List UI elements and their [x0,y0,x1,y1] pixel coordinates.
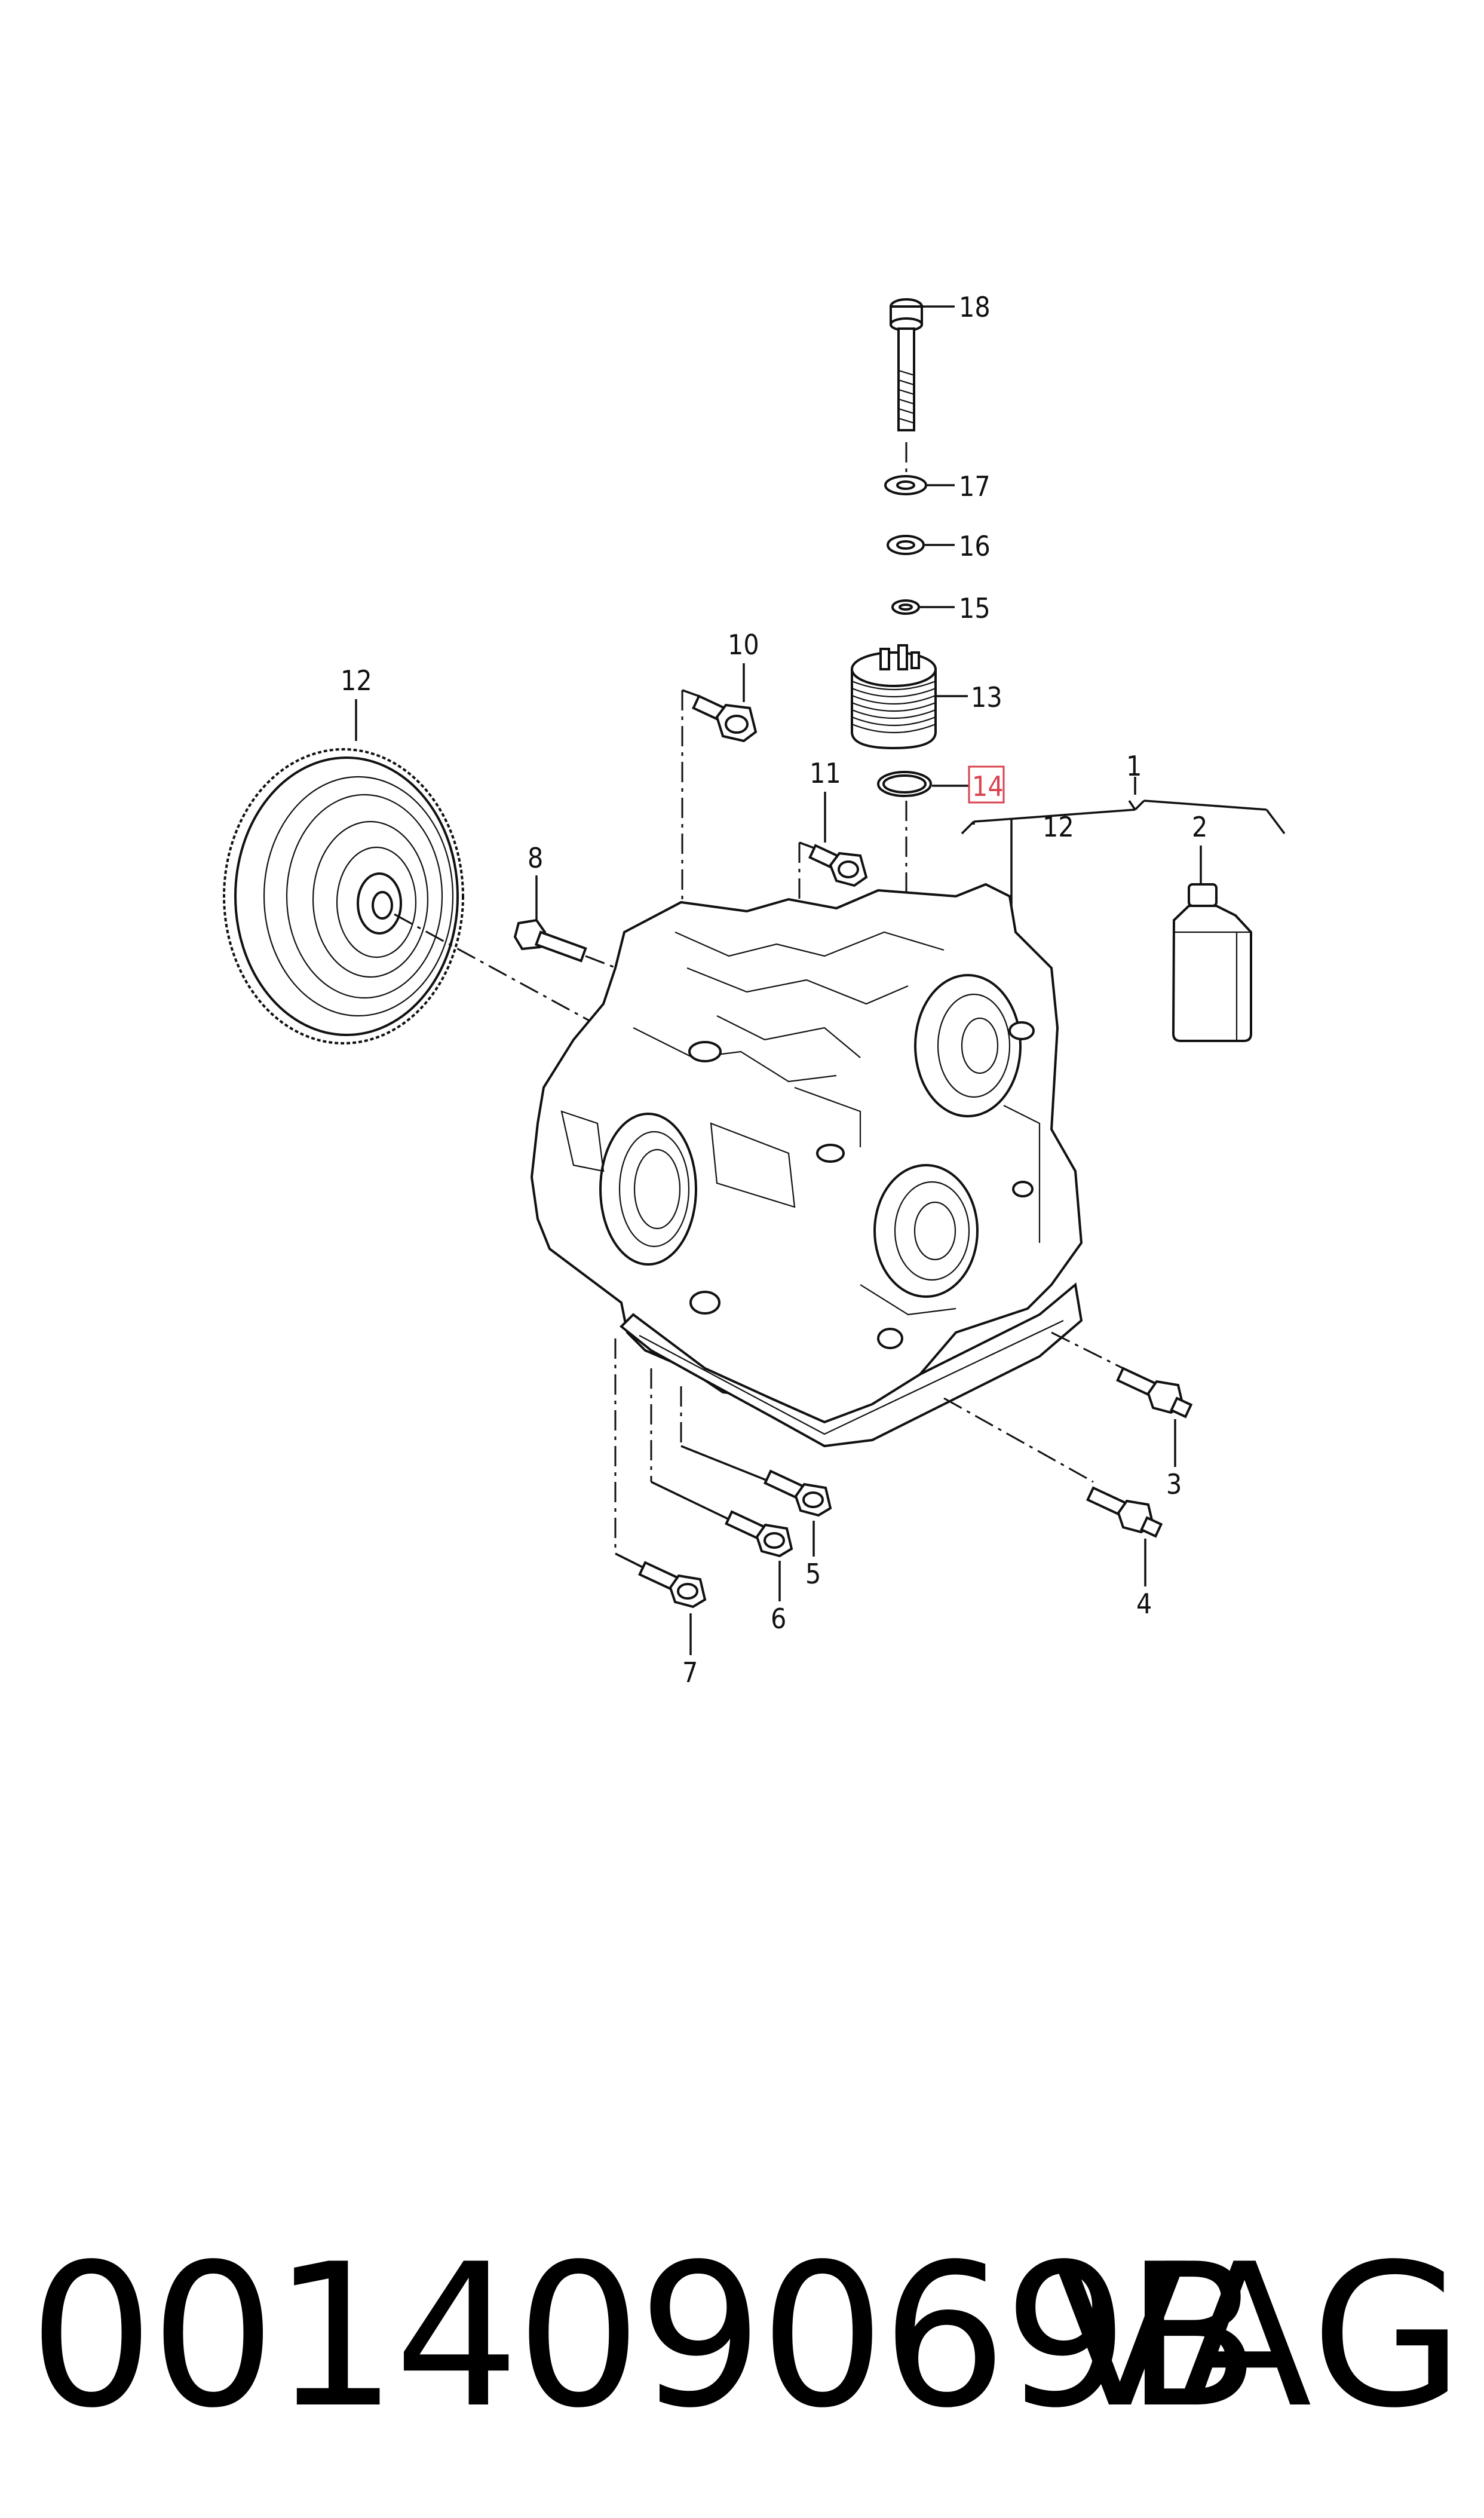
callout-6: 6 [771,1603,786,1635]
part-number: 001409069B [29,2222,1261,2451]
callout-3: 3 [1166,1468,1182,1500]
callout-17: 17 [959,470,991,503]
part-18-long-bolt [890,298,955,431]
callout-16: 16 [959,530,991,562]
part-7-bolt [638,1561,707,1655]
part-5-bolt [764,1469,832,1557]
callout-14: 14 [972,770,1004,802]
callout-1: 1 [1126,750,1142,782]
callout-7: 7 [682,1656,698,1689]
callout-5: 5 [805,1558,821,1590]
transmission-housing [530,883,1083,1448]
brand-label: VAG [1052,2222,1466,2451]
callout-13: 13 [971,681,1002,713]
callout-18: 18 [959,291,991,323]
part-3-bolt [1116,1367,1193,1467]
part-4-bolt [1086,1486,1163,1586]
callout-15: 15 [959,592,991,624]
part-15-seal-ring [891,599,955,615]
part-12-torque-converter [223,699,592,1044]
part-14-o-ring [877,771,969,797]
part-2-oil-bottle [1172,846,1252,1042]
part-11-bolt [798,792,868,920]
callout-2: 2 [1192,811,1207,843]
callout-12-assembly: 12 [1043,811,1074,843]
bolt-leader-lines [614,1331,1124,1570]
callout-4: 4 [1136,1588,1152,1620]
part-16-washer [887,535,955,555]
footer: 001409069B VAG [0,2211,1484,2462]
callout-11: 11 [810,757,841,789]
callout-10: 10 [728,629,759,661]
callout-8: 8 [528,842,543,874]
part-17-washer [884,475,955,495]
exploded-parts-diagram: 18 17 16 15 13 14 1 12 2 12 10 11 8 3 4 … [223,291,1286,1689]
part-13-oil-cooler [851,644,968,750]
callout-12-converter: 12 [341,664,372,697]
part-8-bolt [513,875,625,972]
callout-14-highlighted: 14 [968,765,1005,804]
part-6-bolt [725,1510,793,1601]
